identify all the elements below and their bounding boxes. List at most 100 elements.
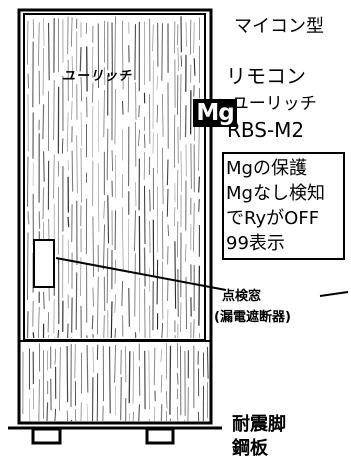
wood-grain-stroke: [43, 188, 44, 220]
wood-grain-stroke: [67, 346, 68, 402]
wood-grain-stroke: [104, 224, 105, 269]
wood-grain-stroke: [129, 288, 130, 327]
wood-grain-stroke: [68, 112, 69, 151]
wood-grain-stroke: [55, 409, 56, 421]
wood-grain-stroke: [167, 189, 168, 217]
wood-grain-stroke: [121, 377, 122, 420]
wood-grain-stroke: [104, 90, 105, 137]
wood-grain-stroke: [123, 207, 124, 271]
wood-grain-stroke: [177, 406, 178, 421]
inspection-window-label: 点検窓: [222, 290, 261, 303]
wood-grain-stroke: [162, 23, 163, 81]
wood-grain-stroke: [177, 373, 178, 385]
wood-grain-stroke: [157, 260, 158, 305]
wood-grain-stroke: [76, 272, 77, 329]
wood-grain-stroke: [153, 24, 154, 51]
wood-grain-stroke: [68, 217, 69, 227]
wood-grain-stroke: [166, 391, 167, 408]
wood-grain-stroke: [199, 266, 200, 326]
wood-grain-stroke: [72, 338, 73, 339]
wood-grain-stroke: [44, 292, 45, 309]
wood-grain-stroke: [28, 211, 29, 224]
wood-grain-stroke: [150, 190, 151, 212]
wood-grain-stroke: [186, 244, 187, 262]
wood-grain-stroke: [135, 24, 136, 80]
wood-grain-stroke: [186, 105, 187, 137]
remote-brand-label: :ユーリッチ: [226, 96, 317, 113]
wood-grain-stroke: [157, 76, 158, 91]
wood-grain-stroke: [190, 20, 191, 55]
wood-grain-stroke: [68, 17, 69, 55]
wood-grain-stroke: [81, 112, 82, 146]
wood-grain-stroke: [115, 345, 116, 383]
wood-grain-stroke: [68, 324, 69, 339]
wood-grain-stroke: [184, 421, 185, 422]
wood-grain-stroke: [104, 201, 105, 219]
wood-grain-stroke: [107, 248, 108, 303]
wood-grain-stroke: [157, 105, 158, 123]
wood-grain-stroke: [150, 221, 151, 253]
wood-grain-stroke: [139, 105, 140, 117]
wood-grain-stroke: [139, 130, 140, 146]
wood-grain-stroke: [181, 55, 182, 66]
wood-grain-stroke: [177, 24, 178, 45]
wood-grain-stroke: [54, 155, 55, 199]
wood-grain-stroke: [71, 17, 72, 47]
mg-note-line: 99表示: [226, 231, 343, 256]
wood-grain-stroke: [71, 420, 72, 421]
wood-grain-stroke: [167, 160, 168, 186]
wood-grain-stroke: [174, 115, 175, 168]
window-leader-tick: [320, 292, 348, 296]
wood-grain-stroke: [199, 177, 200, 193]
wood-grain-stroke: [77, 135, 78, 193]
wood-grain-stroke: [163, 94, 164, 137]
wood-grain-stroke: [98, 163, 99, 232]
wood-grain-stroke: [135, 253, 136, 316]
mg-badge: Mg: [193, 99, 237, 127]
wood-grain-stroke: [145, 248, 146, 287]
wood-grain-stroke: [92, 315, 93, 329]
wood-grain-stroke: [60, 347, 61, 410]
foot-left: [33, 429, 60, 443]
inspection-window: [34, 240, 54, 287]
wood-grain-stroke: [115, 16, 116, 73]
wood-grain-stroke: [194, 203, 195, 252]
type-label: マイコン型: [234, 18, 324, 36]
wood-grain-stroke: [188, 387, 189, 421]
wood-grain-stroke: [123, 101, 124, 115]
wood-grain-stroke: [28, 157, 29, 207]
wood-grain-stroke: [178, 48, 179, 71]
wood-grain-stroke: [27, 21, 28, 65]
wood-grain-stroke: [115, 89, 116, 144]
wood-grain-stroke: [194, 22, 195, 53]
wood-grain-stroke: [207, 347, 208, 379]
seismic-feet-label: 耐震脚: [232, 416, 286, 434]
steel-plate-label: 鋼板: [232, 440, 268, 458]
wood-grain-stroke: [44, 151, 45, 181]
wood-grain-stroke: [168, 225, 169, 236]
wood-grain-stroke: [194, 85, 195, 97]
wood-grain-stroke: [55, 349, 56, 365]
wood-grain-stroke: [107, 129, 108, 181]
wood-grain-stroke: [199, 199, 200, 212]
wood-grain-stroke: [81, 148, 82, 203]
wood-grain-stroke: [161, 349, 162, 362]
mg-note-line: でRyがOFF: [226, 206, 343, 231]
wood-grain-stroke: [43, 104, 44, 139]
wood-grain-stroke: [87, 345, 88, 393]
wood-grain-stroke: [110, 347, 111, 414]
wood-grain-stroke: [80, 47, 81, 71]
wood-grain-stroke: [93, 217, 94, 277]
wood-grain-stroke: [49, 23, 50, 80]
wood-grain-stroke: [98, 100, 99, 152]
wood-grain-stroke: [162, 323, 163, 338]
wood-grain-stroke: [43, 48, 44, 95]
wood-grain-stroke: [111, 301, 112, 338]
model-label: RBS-M2: [227, 120, 304, 140]
wood-grain-stroke: [54, 337, 55, 338]
wood-grain-stroke: [139, 404, 140, 421]
window-leader-line: [56, 258, 226, 290]
wood-grain-stroke: [181, 302, 182, 332]
wood-grain-stroke: [68, 240, 69, 284]
wood-grain-stroke: [33, 332, 34, 338]
